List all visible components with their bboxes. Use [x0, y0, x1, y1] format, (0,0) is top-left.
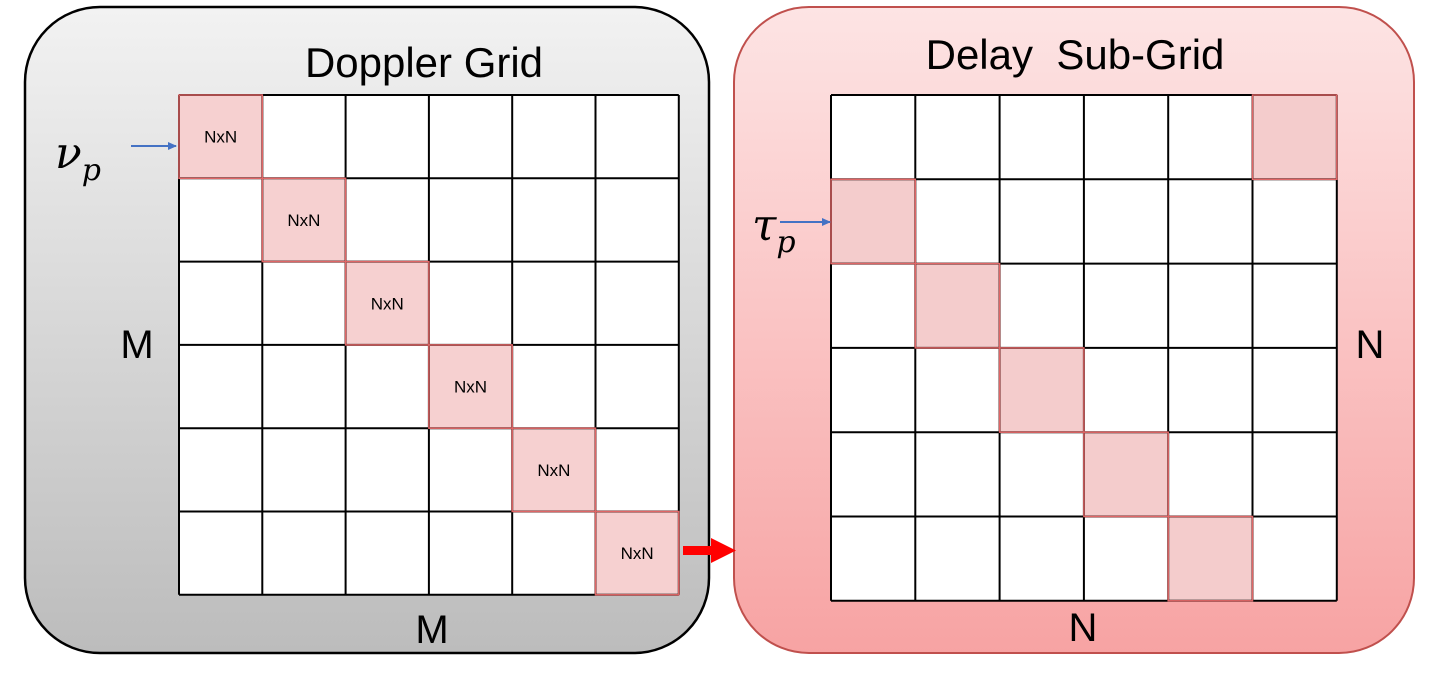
doppler-grid-highlight-border [594, 510, 680, 596]
delay-grid-highlight-cell [1168, 516, 1253, 601]
tau-p-pointer: τp [752, 200, 831, 260]
delay-panel: Delay Sub-Grid N N τp [733, 6, 1415, 654]
doppler-grid-highlight-cell [345, 261, 429, 345]
delay-grid-highlight-cell [915, 263, 1000, 348]
delay-grid-highlight-cell [999, 347, 1084, 433]
delay-col-axis-label: N [1069, 606, 1098, 650]
doppler-grid-highlight-cell [595, 511, 679, 595]
delay-grid-highlight-border [1251, 94, 1338, 181]
nu-p-symbol: νp [55, 128, 101, 188]
delay-grid-highlight-cell [1083, 432, 1169, 517]
delay-row-axis-label: N [1356, 323, 1385, 367]
doppler-row-axis-label: M [120, 323, 153, 367]
doppler-grid-title: Doppler Grid [305, 39, 543, 86]
doppler-grid-highlight-border [428, 344, 513, 429]
nxn-block-label: NxN [287, 211, 320, 230]
delay-grid-highlight-border [830, 178, 917, 265]
doppler-grid-highlight-cell [428, 344, 513, 429]
nxn-block-label: NxN [454, 378, 487, 397]
connector-arrow [683, 538, 736, 563]
doppler-grid-highlight-cell [512, 428, 596, 512]
nu-p-pointer: νp [55, 128, 177, 188]
doppler-grid-highlight-border [511, 427, 597, 513]
nxn-block-label: NxN [621, 544, 654, 563]
nxn-block-label: NxN [371, 294, 404, 313]
delay-grid [830, 94, 1338, 602]
doppler-grid: NxN NxN NxN NxN NxN NxN [178, 94, 680, 596]
delay-grid-highlight-border [1083, 431, 1169, 518]
nxn-block-label: NxN [537, 461, 570, 480]
delay-grid-highlight-cell [831, 179, 916, 264]
nxn-block-label: NxN [204, 128, 237, 147]
doppler-grid-highlight-cell [179, 95, 263, 179]
doppler-grid-highlight-cell [262, 178, 346, 262]
tau-p-symbol: τp [752, 200, 796, 260]
delay-subgrid-title: Delay Sub-Grid [926, 31, 1225, 78]
doppler-grid-highlight-border [178, 94, 264, 180]
delay-grid-highlight-border [914, 262, 1001, 349]
delay-grid-highlight-border [1167, 515, 1254, 602]
delay-grid-highlight-border [998, 347, 1085, 433]
doppler-col-axis-label: M [415, 608, 448, 652]
delay-grid-highlight-cell [1252, 95, 1337, 180]
doppler-panel: Doppler Grid NxN NxN NxN NxN NxN NxN M M νp [23, 5, 711, 655]
doppler-grid-highlight-border [344, 260, 430, 346]
doppler-grid-highlight-border [261, 177, 347, 263]
